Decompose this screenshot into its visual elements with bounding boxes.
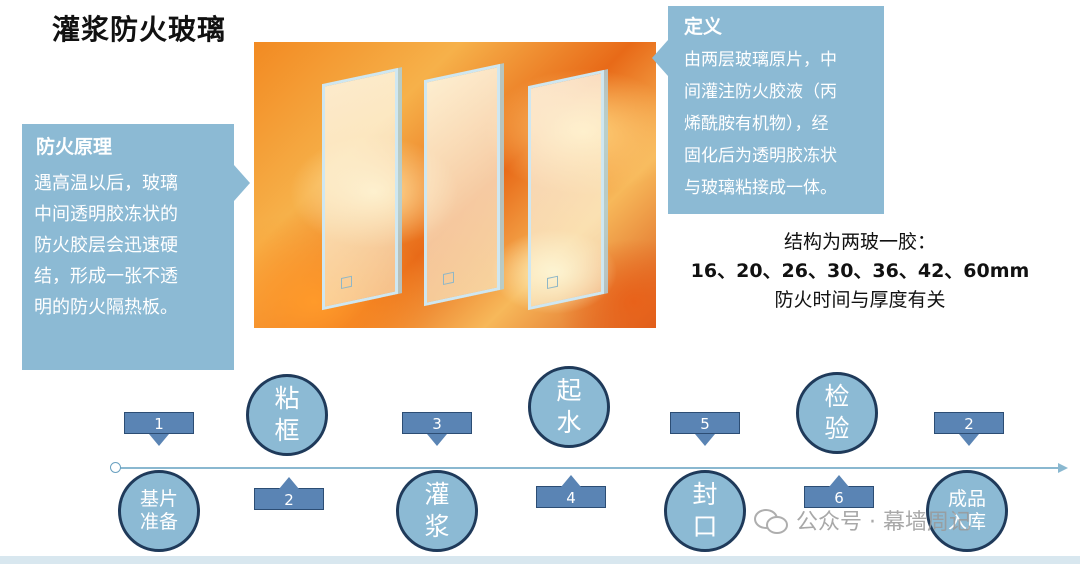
step-text: 框 (274, 416, 300, 445)
wechat-icon (754, 507, 788, 534)
fire-duration-note: 防火时间与厚度有关 (774, 289, 946, 311)
step-text: 基片 (139, 488, 178, 510)
glass-pane-2 (424, 63, 500, 307)
definition-line: 由两层玻璃原片，中 (684, 50, 837, 70)
principle-line: 中间透明胶冻状的 (34, 204, 178, 225)
step-circle-lift: 起水 (528, 366, 610, 448)
step-text: 准备 (139, 511, 178, 533)
thickness-list: 16、20、26、30、36、42、60mm (690, 260, 1030, 282)
process-timeline (118, 467, 1064, 469)
watermark-text: 公众号 · 幕墙周记 (796, 510, 971, 535)
watermark: 公众号 · 幕墙周记 (754, 504, 971, 536)
principle-line: 防火胶层会迅速硬 (34, 235, 178, 256)
definition-text: 由两层玻璃原片，中 间灌注防火胶液（丙 烯酰胺有机物），经 固化后为透明胶冻状 … (684, 44, 837, 204)
step-tag: 4 (536, 475, 606, 508)
definition-line: 烯酰胺有机物），经 (684, 114, 829, 134)
step-tag: 2 (934, 412, 1004, 446)
step-text: 起 (556, 376, 582, 405)
principle-line: 明的防火隔热板。 (34, 297, 178, 318)
timeline-start-dot (110, 462, 121, 473)
step-tag: 2 (254, 477, 324, 510)
principle-callout: 防火原理 遇高温以后，玻璃 中间透明胶冻状的 防火胶层会迅速硬 结，形成一张不透… (22, 124, 234, 370)
glass-pane-1 (322, 67, 398, 311)
step-text: 水 (556, 408, 582, 437)
definition-line: 间灌注防火胶液（丙 (684, 82, 837, 102)
step-tag: 6 (804, 475, 874, 508)
structure-line: 结构为两玻一胶： (783, 231, 936, 253)
principle-line: 结，形成一张不透 (34, 266, 178, 287)
step-tag: 3 (402, 412, 472, 446)
step-text: 口 (692, 512, 718, 541)
step-circle-seal: 封口 (664, 470, 746, 552)
definition-heading: 定义 (684, 16, 723, 38)
step-tag: 1 (124, 412, 194, 446)
step-text: 封 (692, 480, 718, 509)
step-text: 成品 (947, 488, 986, 510)
step-circle-grouting: 灌浆 (396, 470, 478, 552)
step-circle-substrate-prep: 基片准备 (118, 470, 200, 552)
structure-note: 结构为两玻一胶： 16、20、26、30、36、42、60mm 防火时间与厚度有… (660, 228, 1060, 315)
step-text: 灌 (424, 480, 450, 509)
definition-line: 固化后为透明胶冻状 (684, 146, 837, 166)
fire-glass-photo (254, 42, 656, 328)
step-text: 入库 (947, 511, 986, 533)
step-text: 检 (824, 382, 850, 411)
definition-pointer (652, 40, 668, 76)
page-title: 灌浆防火玻璃 (52, 13, 227, 46)
step-text: 浆 (424, 512, 450, 541)
footer-bar (0, 556, 1080, 564)
principle-line: 遇高温以后，玻璃 (34, 173, 178, 194)
step-circle-frame: 粘框 (246, 374, 328, 456)
step-text: 粘 (274, 384, 300, 413)
principle-heading: 防火原理 (36, 136, 113, 158)
principle-text: 遇高温以后，玻璃 中间透明胶冻状的 防火胶层会迅速硬 结，形成一张不透 明的防火… (34, 168, 178, 323)
glass-pane-3 (528, 69, 604, 311)
principle-pointer (234, 165, 250, 201)
step-tag: 5 (670, 412, 740, 446)
definition-line: 与玻璃粘接成一体。 (684, 178, 837, 198)
definition-callout: 定义 由两层玻璃原片，中 间灌注防火胶液（丙 烯酰胺有机物），经 固化后为透明胶… (668, 6, 884, 214)
step-text: 验 (824, 414, 850, 443)
step-circle-warehouse: 成品入库 (926, 470, 1008, 552)
timeline-arrow-icon (1058, 463, 1068, 473)
step-circle-inspect: 检验 (796, 372, 878, 454)
